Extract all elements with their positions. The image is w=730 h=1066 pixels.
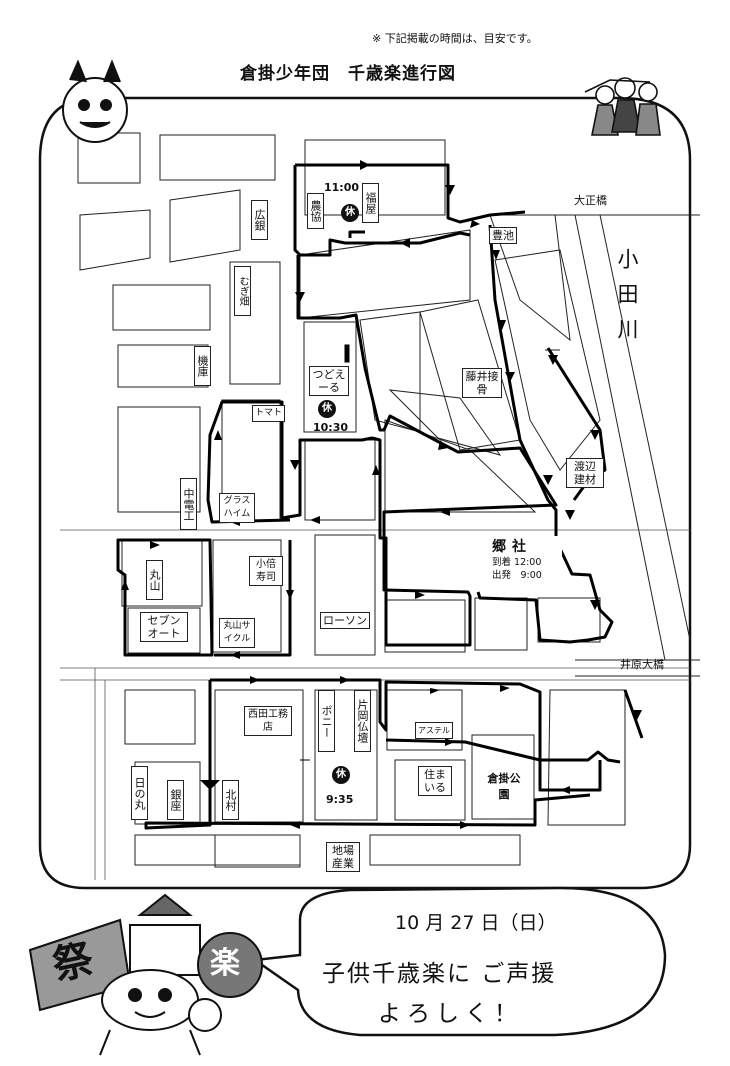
time-stop2: 10:30 bbox=[313, 421, 349, 434]
rest-marker-2: 休 bbox=[318, 400, 336, 418]
label-nishida: 西田工務店 bbox=[244, 706, 292, 736]
speech-bubble bbox=[251, 886, 667, 1037]
label-watanabe: 渡辺建材 bbox=[566, 458, 604, 488]
festival-char-2: 楽 bbox=[210, 946, 240, 981]
bridge-ibara: 井原大橋 bbox=[620, 658, 664, 671]
time-stop3: 9:35 bbox=[326, 793, 354, 806]
label-glasheim: グラスハイム bbox=[219, 493, 255, 523]
label-fujii: 藤井接骨 bbox=[462, 368, 502, 398]
cheer-message-2: よろしく！ bbox=[378, 1001, 523, 1027]
label-chiba: 地場産業 bbox=[326, 842, 360, 872]
label-chuden: 中電工 bbox=[180, 478, 197, 530]
label-shrine: 郷社 bbox=[492, 539, 532, 555]
shrine-block: 郷社 到着 12:00 出発 9:00 bbox=[492, 536, 562, 582]
cheer-message: 子供千歳楽に ご声援 bbox=[322, 961, 557, 987]
label-kiko: 機庫 bbox=[194, 346, 211, 386]
label-pony: ポニー bbox=[318, 690, 335, 752]
label-maruyama: 丸山 bbox=[146, 560, 163, 600]
festival-illustration bbox=[28, 893, 263, 1056]
parade-route bbox=[116, 163, 644, 830]
bridge-taisho: 大正橋 bbox=[574, 194, 607, 207]
label-fukuya: 福屋 bbox=[362, 183, 379, 223]
map-frame bbox=[38, 96, 692, 890]
small-ticks bbox=[144, 344, 350, 761]
children-illustration bbox=[584, 77, 661, 136]
page-title: 倉掛少年団 千歳楽進行図 bbox=[240, 64, 456, 84]
label-asuteru: アステル bbox=[415, 722, 453, 739]
oni-face-illustration bbox=[62, 59, 128, 143]
label-maruyama-cycle: 丸山サイクル bbox=[219, 618, 255, 648]
label-nokyo: 農協 bbox=[307, 193, 324, 229]
label-hirogin: 広銀 bbox=[251, 200, 268, 240]
label-sumairu: 住まいる bbox=[418, 766, 452, 796]
label-hinomaru: 日の丸 bbox=[131, 766, 148, 820]
label-mugibatake: むぎ畑 bbox=[234, 266, 251, 316]
rest-marker-1: 休 bbox=[341, 204, 359, 222]
label-toyoike: 豊池 bbox=[489, 227, 517, 244]
river-label: 小田川 bbox=[615, 248, 639, 353]
label-kataoka: 片岡仏壇 bbox=[354, 690, 371, 752]
rest-marker-3: 休 bbox=[332, 766, 350, 784]
header-note: ※ 下記掲載の時間は、目安です。 bbox=[372, 32, 538, 45]
time-stop1: 11:00 bbox=[324, 181, 360, 194]
shrine-arrive-time: 到着 12:00 bbox=[492, 557, 542, 568]
label-tomato: トマト bbox=[252, 405, 286, 422]
label-seven: セブンオート bbox=[140, 612, 188, 642]
label-kurakake-park: 倉掛公園 bbox=[487, 772, 521, 801]
label-kobashi: 小倍寿司 bbox=[249, 556, 283, 586]
shrine-depart-time: 出発 9:00 bbox=[492, 570, 542, 581]
event-date: 10 月 27 日（日） bbox=[395, 912, 557, 934]
river-banks bbox=[540, 214, 700, 677]
label-kitamura: 北村 bbox=[222, 780, 239, 820]
label-lawson: ローソン bbox=[320, 612, 370, 629]
label-ginza: 銀座 bbox=[167, 780, 184, 820]
label-tsudoeru: つどえーる bbox=[309, 366, 349, 396]
